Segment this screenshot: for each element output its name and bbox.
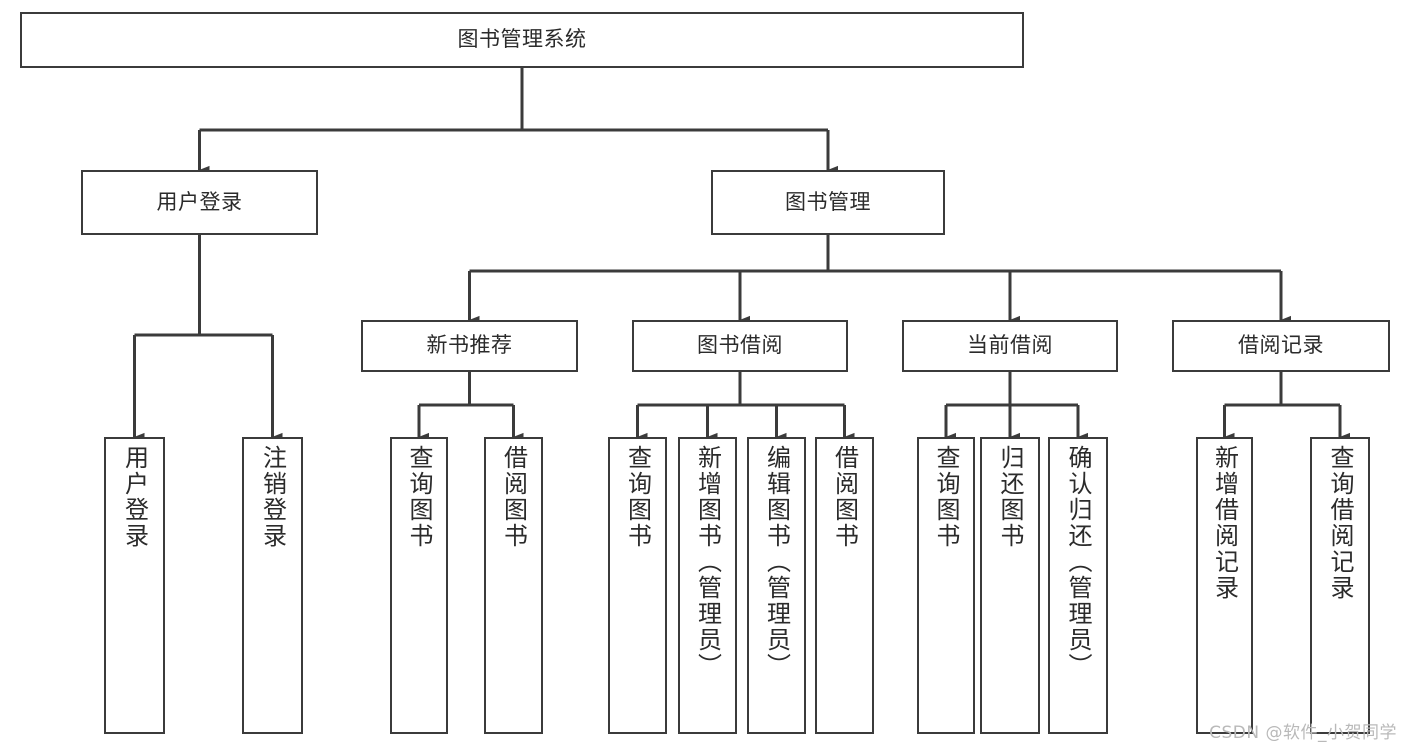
node-label-leaf-br-add: 新增借阅记录 [1210, 445, 1239, 601]
node-book-manage[interactable]: 图书管理 [711, 170, 945, 235]
node-label-leaf-rec-query: 查询图书 [405, 445, 433, 549]
node-label-leaf-cb-query: 查询图书 [932, 445, 960, 549]
node-label-book-manage: 图书管理 [785, 189, 871, 214]
node-leaf-cb-query[interactable]: 查询图书 [917, 437, 975, 734]
node-label-user-login: 用户登录 [156, 189, 243, 214]
node-leaf-rec-query[interactable]: 查询图书 [390, 437, 448, 734]
node-leaf-br-query[interactable]: 查询借阅记录 [1310, 437, 1370, 734]
node-leaf-bb-borrow[interactable]: 借阅图书 [815, 437, 874, 734]
node-leaf-cb-return[interactable]: 归还图书 [980, 437, 1040, 734]
node-label-leaf-bb-borrow: 借阅图书 [830, 445, 859, 549]
node-leaf-bb-add[interactable]: 新增图书（管理员） [678, 437, 737, 734]
node-user-login[interactable]: 用户登录 [81, 170, 318, 235]
node-label-leaf-user-login: 用户登录 [120, 445, 149, 549]
node-label-leaf-rec-borrow: 借阅图书 [499, 445, 528, 549]
node-label-leaf-br-query: 查询借阅记录 [1326, 445, 1354, 601]
connector-group [133, 68, 1351, 442]
node-new-book-rec[interactable]: 新书推荐 [361, 320, 578, 372]
node-label-borrow-record: 借阅记录 [1238, 333, 1324, 358]
node-label-new-book-rec: 新书推荐 [426, 333, 513, 358]
node-leaf-br-add[interactable]: 新增借阅记录 [1196, 437, 1253, 734]
node-label-current-borrow: 当前借阅 [967, 333, 1053, 358]
node-leaf-user-login[interactable]: 用户登录 [104, 437, 165, 734]
node-root[interactable]: 图书管理系统 [20, 12, 1024, 68]
node-label-leaf-bb-edit: 编辑图书（管理员） [762, 445, 791, 679]
node-leaf-logout[interactable]: 注销登录 [242, 437, 303, 734]
node-label-leaf-cb-return: 归还图书 [996, 445, 1024, 549]
node-label-leaf-bb-add: 新增图书（管理员） [693, 445, 722, 679]
node-current-borrow[interactable]: 当前借阅 [902, 320, 1118, 372]
node-leaf-cb-confirm[interactable]: 确认归还（管理员） [1048, 437, 1108, 734]
node-leaf-bb-edit[interactable]: 编辑图书（管理员） [747, 437, 806, 734]
node-book-borrow[interactable]: 图书借阅 [632, 320, 848, 372]
node-label-leaf-bb-query: 查询图书 [623, 445, 652, 549]
node-leaf-rec-borrow[interactable]: 借阅图书 [484, 437, 543, 734]
node-label-book-borrow: 图书借阅 [697, 333, 783, 358]
node-label-leaf-logout: 注销登录 [258, 445, 287, 549]
node-label-root: 图书管理系统 [457, 27, 587, 52]
node-borrow-record[interactable]: 借阅记录 [1172, 320, 1390, 372]
node-label-leaf-cb-confirm: 确认归还（管理员） [1064, 445, 1092, 679]
node-leaf-bb-query[interactable]: 查询图书 [608, 437, 667, 734]
